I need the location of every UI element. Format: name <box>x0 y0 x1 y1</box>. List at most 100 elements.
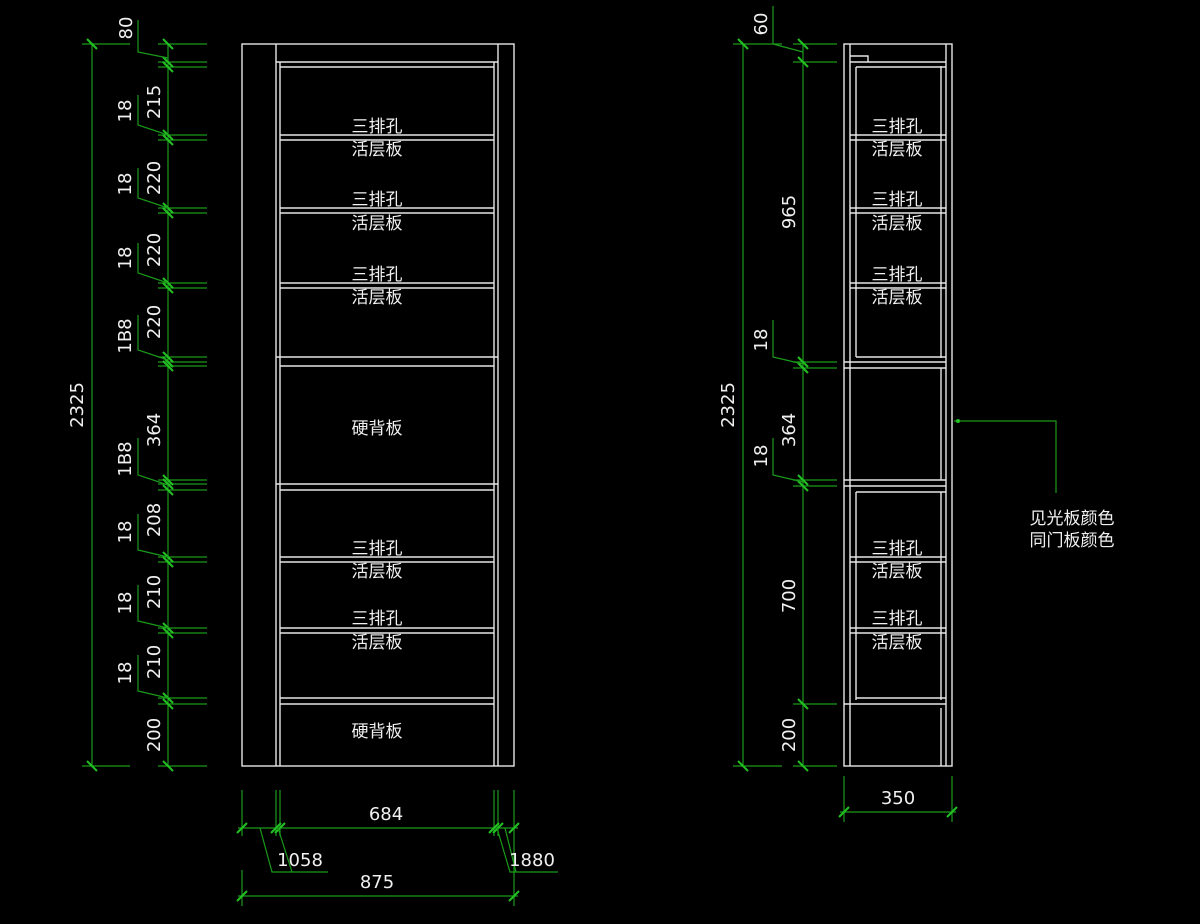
segment-label: 210 <box>144 575 165 609</box>
side-thickness-label: 18 <box>751 329 772 352</box>
leader-line <box>772 320 804 365</box>
front-view-cabinet: 三排孔 活层板 三排孔 活层板 三排孔 活层板 硬背板 三排孔 活层板 三排孔 … <box>241 43 515 767</box>
segment-label: 220 <box>144 233 165 267</box>
right-side-overlap-label: 1880 <box>509 850 555 871</box>
dim-tick <box>162 627 174 639</box>
dim-tick <box>162 207 174 219</box>
dim-tick <box>838 806 850 818</box>
compartment-label: 活层板 <box>352 214 403 234</box>
compartment-label: 活层板 <box>872 140 923 160</box>
note-leader-dot <box>956 419 960 423</box>
dim-tick <box>508 822 520 834</box>
leader-line <box>137 315 169 361</box>
front-view-dimensions: 2325 80 215 220 <box>67 17 558 906</box>
left-side-overlap-label: 1058 <box>277 850 323 871</box>
compartment-label: 活层板 <box>352 633 403 653</box>
compartment-label: 三排孔 <box>352 265 403 285</box>
segment-label: 220 <box>144 305 165 339</box>
segment-label: 208 <box>144 503 165 537</box>
segment-label: 220 <box>144 161 165 195</box>
compartment-label: 三排孔 <box>352 117 403 137</box>
leader-line <box>496 827 558 873</box>
leader-line <box>772 6 804 53</box>
dim-tick <box>162 61 174 73</box>
side-overall-height-label: 2325 <box>718 382 739 428</box>
dim-tick <box>86 760 98 772</box>
compartment-label: 三排孔 <box>872 609 923 629</box>
dim-tick <box>797 698 809 710</box>
thickness-label: 18 <box>115 592 136 615</box>
side-lower-section-label: 700 <box>779 579 800 613</box>
dim-tick <box>797 474 809 486</box>
note-line-2: 同门板颜色 <box>1030 531 1115 551</box>
leader-line <box>137 655 169 699</box>
top-rail <box>850 55 869 62</box>
dim-tick <box>236 890 248 902</box>
thickness-label: 18 <box>115 100 136 123</box>
dim-tick <box>236 822 248 834</box>
leader-line <box>137 168 169 209</box>
dim-tick <box>797 362 809 374</box>
segment-ticks <box>162 38 174 772</box>
compartment-label: 三排孔 <box>352 609 403 629</box>
dim-tick <box>86 38 98 50</box>
segment-label: 200 <box>144 718 165 752</box>
note-leader-line <box>954 420 1057 493</box>
dim-tick <box>162 56 174 68</box>
overlap-label: 1B8 <box>115 441 136 476</box>
side-view-cabinet: 三排孔 活层板 三排孔 活层板 三排孔 活层板 三排孔 活层板 三排孔 活层板 … <box>843 43 1115 767</box>
segment-label: 364 <box>144 413 165 447</box>
compartment-label: 活层板 <box>352 140 403 160</box>
leader-line <box>137 585 169 629</box>
side-thickness-label: 18 <box>751 445 772 468</box>
note-line-1: 见光板颜色 <box>1030 509 1115 529</box>
side-middle-section-label: 364 <box>779 413 800 447</box>
compartment-label: 三排孔 <box>352 190 403 210</box>
top-dim-label: 80 <box>116 17 137 40</box>
leader-line <box>772 438 804 483</box>
leader-line <box>137 20 169 59</box>
dim-tick <box>162 556 174 568</box>
dim-tick <box>492 822 504 834</box>
side-segment-ticks <box>797 38 809 772</box>
dim-tick <box>162 478 174 490</box>
dim-tick <box>162 38 174 50</box>
dim-tick <box>797 56 809 68</box>
compartment-label: 硬背板 <box>352 722 403 742</box>
thickness-label: 18 <box>115 662 136 685</box>
front-outer-frame <box>241 43 515 767</box>
side-view-dimensions: 2325 60 965 18 364 18 700 200 350 <box>718 6 958 822</box>
dim-tick <box>162 360 174 372</box>
dim-tick <box>162 474 174 486</box>
side-base-label: 200 <box>779 718 800 752</box>
compartment-label: 三排孔 <box>872 190 923 210</box>
depth-label: 350 <box>881 788 915 809</box>
compartment-label: 活层板 <box>352 288 403 308</box>
compartment-label: 活层板 <box>872 288 923 308</box>
side-upper-section-label: 965 <box>779 195 800 229</box>
leader-line <box>504 827 517 873</box>
segment-label: 210 <box>144 645 165 679</box>
dim-tick <box>274 822 286 834</box>
compartment-label: 三排孔 <box>872 539 923 559</box>
compartment-label: 活层板 <box>872 562 923 582</box>
leader-line <box>259 827 328 873</box>
side-outer-frame <box>843 43 953 767</box>
segment-label: 215 <box>144 85 165 119</box>
compartment-label: 活层板 <box>352 562 403 582</box>
dim-tick <box>797 38 809 50</box>
dim-tick <box>946 806 958 818</box>
dim-tick <box>162 760 174 772</box>
dim-tick <box>162 698 174 710</box>
inner-width-label: 684 <box>369 804 403 825</box>
leader-line <box>137 243 169 284</box>
leader-line <box>137 95 169 136</box>
dim-tick <box>162 282 174 294</box>
dim-tick <box>797 760 809 772</box>
compartment-label: 三排孔 <box>352 539 403 559</box>
thickness-label: 18 <box>115 247 136 270</box>
overall-width-label: 875 <box>360 872 394 893</box>
compartment-label: 活层板 <box>872 633 923 653</box>
dim-tick <box>737 760 749 772</box>
